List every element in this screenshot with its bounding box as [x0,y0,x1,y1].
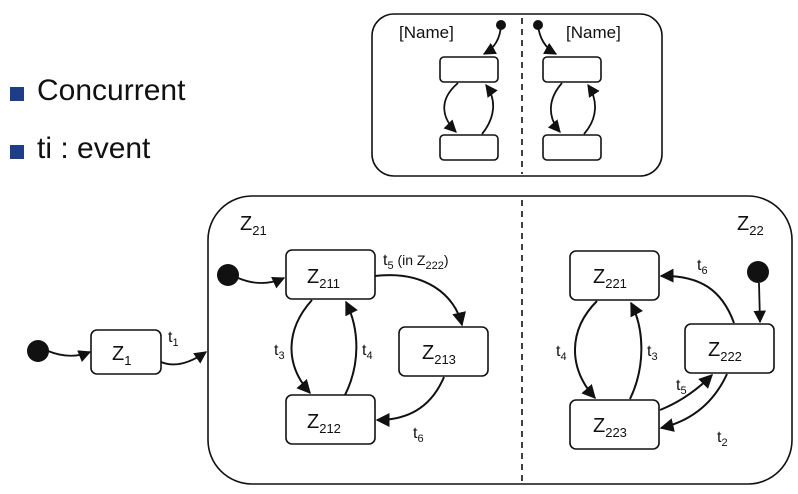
top-outer-state [371,13,663,177]
t2-label: t2 [717,429,728,449]
bullet-list: Concurrent ti : event [10,62,185,178]
state-z211-label: Z211 [307,266,340,291]
t6-right-arrow [659,268,735,324]
t5-right-label: t5 [676,377,687,397]
state-z211 [285,249,376,300]
t5-left-arrow [374,274,466,327]
state-z222 [684,323,775,374]
state-z222-label: Z222 [708,339,742,364]
top-left-state-a [439,56,499,83]
state-z1-label: Z1 [112,343,131,368]
z22-initial-arrow [753,282,767,324]
t4-right-arrow [574,300,598,400]
t5-right-arrow [659,374,713,411]
top-right-up-arrow [583,83,600,135]
state-z1 [90,329,162,375]
initial-to-z1-arrow [47,350,92,363]
bullet-event: ti : event [10,120,185,178]
t3-right-arrow [629,301,644,400]
region-z21-label: Z21 [240,213,267,238]
bullet-text: ti : event [37,132,151,165]
t3-left-label: t3 [274,342,285,362]
bullet-concurrent: Concurrent [10,62,185,120]
t3-left-arrow [290,299,313,395]
top-right-state-a [542,56,602,83]
top-left-initial-arrow [482,24,502,55]
t6-right-label: t6 [697,257,708,277]
state-z223 [569,399,660,450]
state-z221 [569,250,660,301]
t3-right-label: t3 [647,343,658,363]
t1-arrow [160,351,208,366]
initial-pseudostate [27,340,49,362]
bullet-text: Concurrent [37,74,186,107]
top-right-down-arrow [547,82,563,133]
z22-initial [747,261,769,283]
bullet-square-icon [10,87,24,101]
bullet-square-icon [10,145,24,159]
t2-arrow [659,373,728,432]
main-concurrent-diagram: Z21 Z22 Z1 t1 Z211 Z212 Z213 t3 t4 t5 (i… [27,195,793,485]
t4-left-label: t4 [362,342,373,362]
top-right-initial-arrow [537,24,558,55]
main-outer-state [207,195,793,485]
t1-label: t1 [168,329,179,349]
state-z223-label: Z223 [593,415,627,440]
region-z22-label: Z22 [737,213,764,238]
top-right-state-b [542,134,602,161]
top-left-down-arrow [443,82,459,133]
state-z213 [398,326,489,377]
t4-left-arrow [344,300,358,396]
top-left-up-arrow [481,83,498,135]
t4-right-label: t4 [556,343,567,363]
state-z221-label: Z221 [593,266,627,291]
top-left-state-b [439,134,499,161]
top-left-name: [Name] [399,23,454,42]
t6-left-arrow [375,376,445,427]
z21-initial-arrow [237,276,286,289]
state-z213-label: Z213 [422,342,456,367]
t6-left-label: t6 [413,425,424,445]
z21-initial [217,264,239,286]
t5-left-label: t5 (in Z222) [383,252,449,272]
state-z212-label: Z212 [307,411,341,436]
top-concurrent-diagram: [Name] [Name] [371,13,663,177]
top-right-name: [Name] [566,23,621,42]
state-z212 [285,394,376,445]
